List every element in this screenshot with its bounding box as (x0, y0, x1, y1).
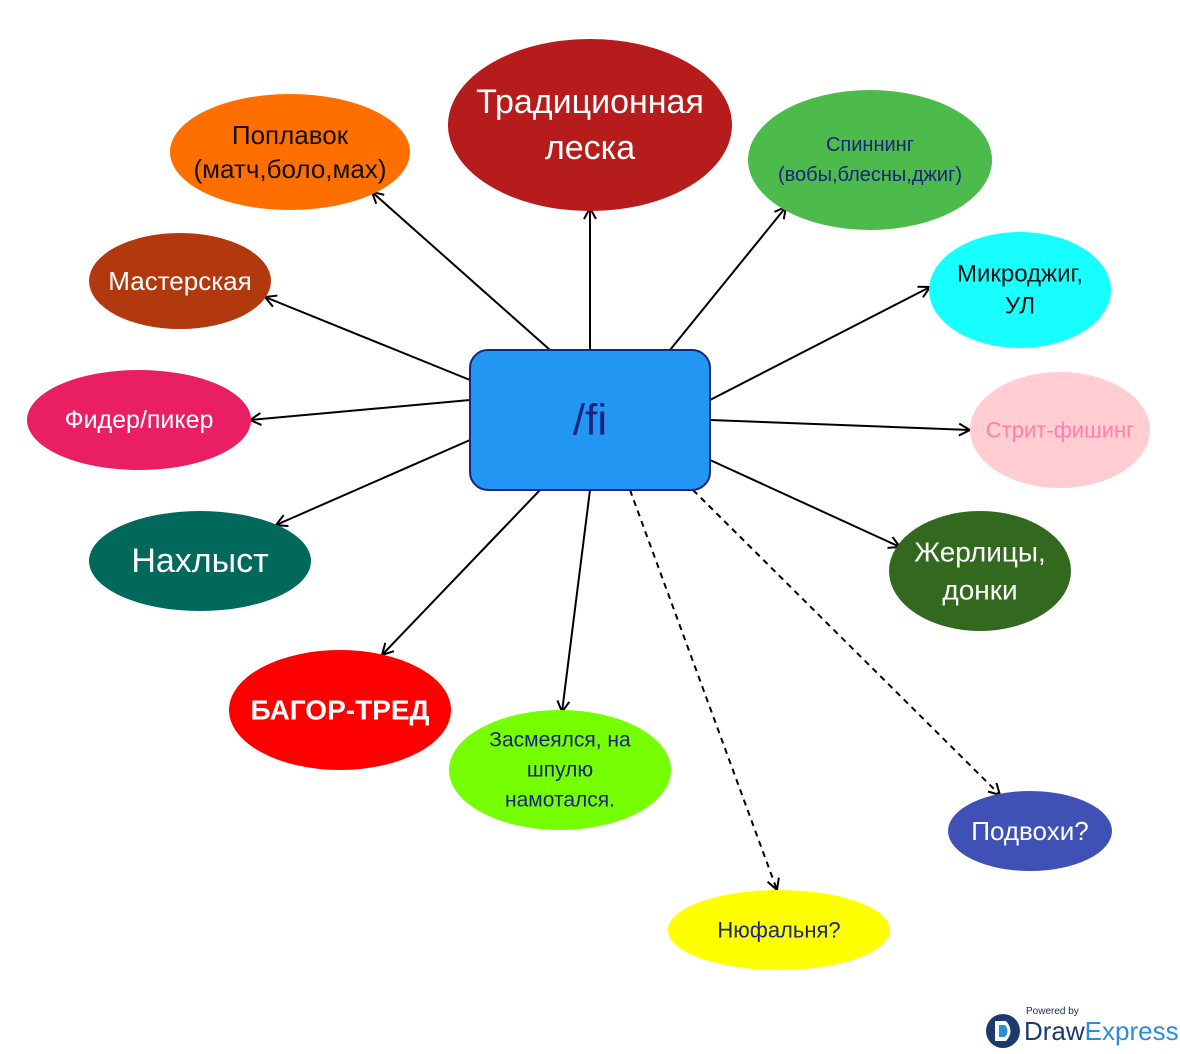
edge-nyufalnya (629, 489, 777, 890)
node-poplavok-label: (матч,боло,мах) (193, 154, 386, 184)
edge-masterskaya (265, 297, 471, 381)
edge-bagor (382, 489, 541, 655)
node-mikrodzhig-label: Микроджиг, (957, 261, 1083, 288)
center-node-box[interactable] (469, 349, 711, 491)
node-leska[interactable]: Традиционная леска (448, 39, 732, 211)
edge-spinning (669, 207, 786, 351)
node-nahlyst-label: Нахлыст (131, 542, 268, 580)
edge-zherlicy (709, 459, 900, 547)
edge-strit (709, 419, 970, 430)
edge-fider (250, 399, 471, 420)
node-zasmeyalsya-label: намотался. (505, 789, 615, 812)
edge-mikrodzhig (709, 287, 930, 401)
center-node[interactable]: /fi (469, 349, 711, 491)
node-mikrodzhig-label: УЛ (1005, 293, 1035, 320)
edge-zasmeyalsya (562, 489, 591, 712)
node-nahlyst[interactable]: Нахлыст (89, 511, 311, 611)
node-strit-label: Стрит-фишинг (986, 418, 1134, 443)
node-poplavok-ellipse[interactable] (170, 94, 410, 210)
node-podvohi-label: Подвохи? (971, 816, 1088, 846)
node-nyufalnya[interactable]: Нюфальня? (668, 890, 890, 970)
node-spinning-ellipse[interactable] (748, 90, 992, 230)
node-zherlicy-label: Жерлицы, (914, 537, 1046, 568)
node-nahlyst-ellipse[interactable] (89, 511, 311, 611)
node-leska-label: Традиционная (476, 83, 704, 121)
node-strit-ellipse[interactable] (970, 372, 1150, 488)
node-zasmeyalsya-ellipse[interactable] (449, 710, 671, 830)
node-bagor[interactable]: БАГОР-ТРЕД (229, 650, 451, 770)
node-fider[interactable]: Фидер/пикер (27, 370, 251, 470)
edge-nahlyst (276, 439, 471, 525)
node-zherlicy-label: донки (942, 575, 1017, 606)
node-poplavok[interactable]: Поплавок (матч,боло,мах) (170, 94, 410, 210)
node-leska-ellipse[interactable] (448, 39, 732, 211)
watermark-brand-express: Express (1084, 1016, 1179, 1046)
node-leska-label: леска (545, 129, 635, 167)
nodes-layer: Поплавок (матч,боло,мах) Традиционная леска… (27, 39, 1150, 970)
edge-poplavok (372, 192, 551, 351)
node-masterskaya-ellipse[interactable] (89, 233, 271, 329)
watermark-brand: DrawExpress (1024, 1016, 1179, 1047)
node-mikrodzhig[interactable]: Микроджиг, УЛ (929, 232, 1111, 348)
node-podvohi[interactable]: Подвохи? (948, 791, 1112, 871)
node-bagor-label: БАГОР-ТРЕД (251, 695, 430, 726)
node-bagor-ellipse[interactable] (229, 650, 451, 770)
center-node-label: /fi (573, 396, 607, 445)
node-strit[interactable]: Стрит-фишинг (970, 372, 1150, 488)
node-podvohi-ellipse[interactable] (948, 791, 1112, 871)
node-zherlicy[interactable]: Жерлицы, донки (889, 511, 1071, 631)
node-poplavok-label: Поплавок (232, 120, 349, 150)
watermark-powered-by: Powered by (1026, 1006, 1079, 1017)
node-zasmeyalsya[interactable]: Засмеялся, на шпулю намотался. (449, 710, 671, 830)
watermark-brand-draw: Draw (1024, 1016, 1085, 1046)
drawexpress-logo-icon (986, 1014, 1020, 1048)
node-masterskaya-label: Мастерская (108, 266, 251, 296)
node-nyufalnya-label: Нюфальня? (717, 918, 840, 943)
node-spinning-label: (вобы,блесны,джиг) (778, 164, 962, 186)
node-fider-label: Фидер/пикер (65, 406, 214, 434)
node-zherlicy-ellipse[interactable] (889, 511, 1071, 631)
node-masterskaya[interactable]: Мастерская (89, 233, 271, 329)
node-spinning[interactable]: Спиннинг (вобы,блесны,джиг) (748, 90, 992, 230)
node-nyufalnya-ellipse[interactable] (668, 890, 890, 970)
node-zasmeyalsya-label: Засмеялся, на (489, 729, 631, 752)
node-mikrodzhig-ellipse[interactable] (929, 232, 1111, 348)
node-spinning-label: Спиннинг (826, 134, 914, 156)
node-zasmeyalsya-label: шпулю (527, 759, 593, 782)
edges-layer (250, 192, 1000, 890)
drawexpress-watermark: Powered by DrawExpress (984, 1006, 1179, 1050)
node-fider-ellipse[interactable] (27, 370, 251, 470)
